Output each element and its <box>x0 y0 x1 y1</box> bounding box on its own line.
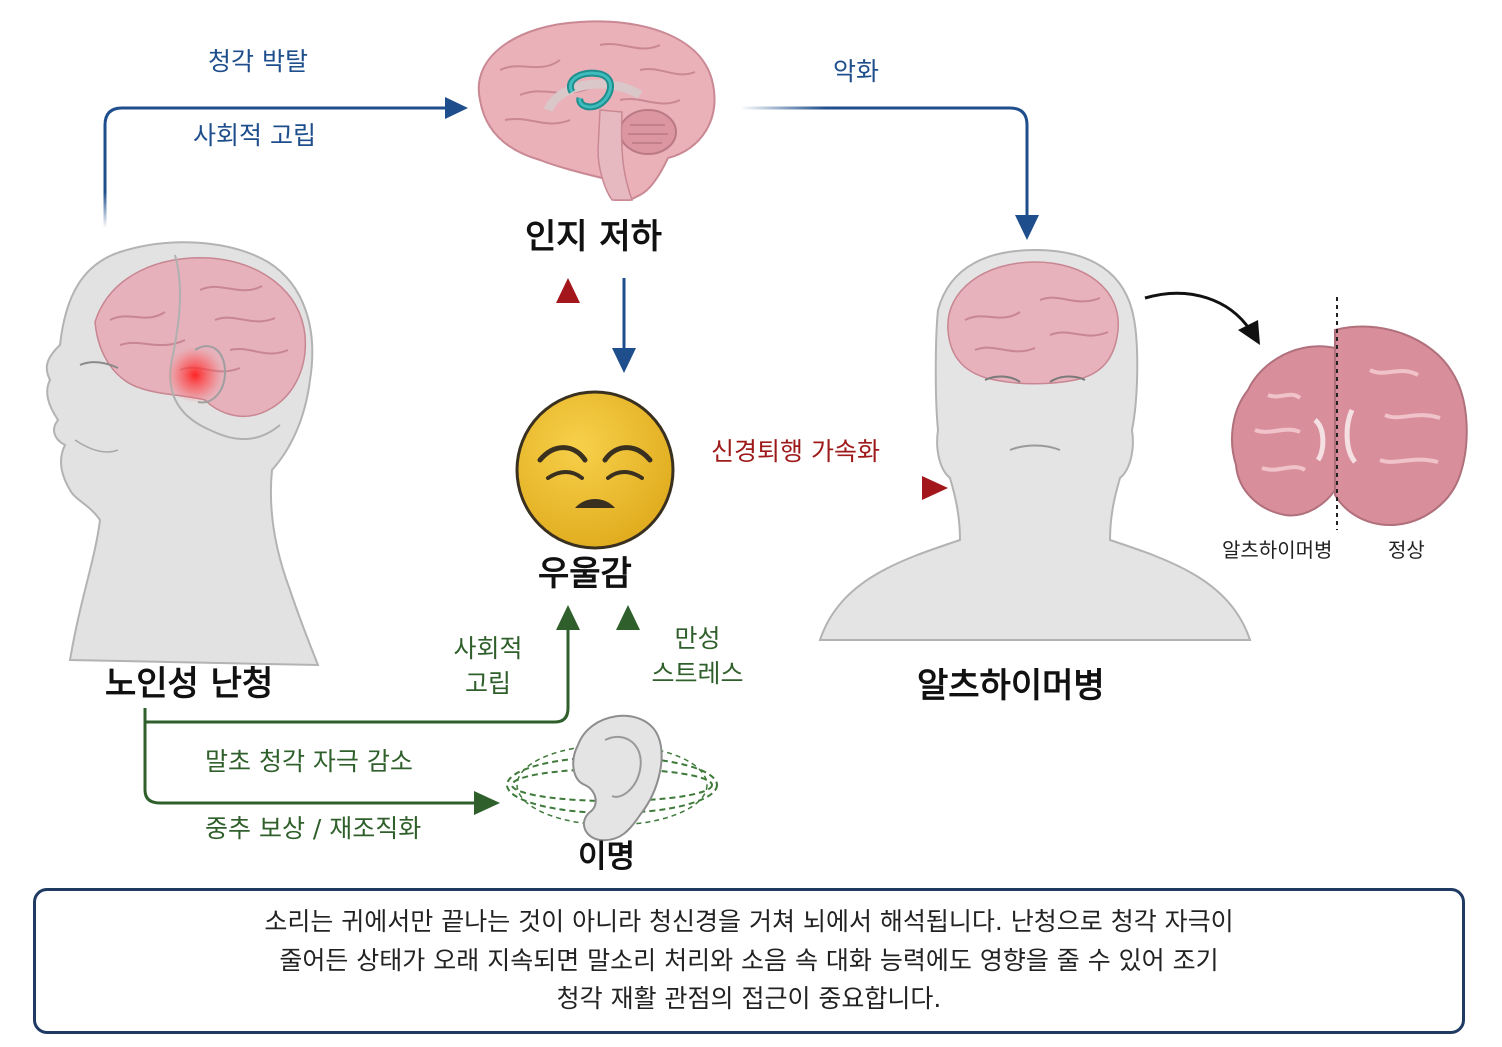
arrowhead-cognition-to-depression <box>612 348 636 373</box>
sad-face-icon <box>517 392 673 548</box>
arrowhead-cognition-to-alzheimers <box>1015 215 1039 240</box>
caption-line-1: 소리는 귀에서만 끝나는 것이 아니라 청신경을 거쳐 뇌에서 해석됩니다. 난… <box>264 903 1233 942</box>
section-label-normal: 정상 <box>1388 539 1425 562</box>
caption-line-2: 줄어든 상태가 오래 지속되면 말소리 처리와 소음 속 대화 능력에도 영향을… <box>279 942 1218 981</box>
node-tinnitus: 이명 <box>578 840 635 876</box>
edge-label-peripheral-reduction: 말초 청각 자극 감소 <box>205 748 413 777</box>
edge-label-social-isolation-line1: 사회적 <box>448 635 528 664</box>
arrowhead-tinnitus-to-depression <box>616 605 640 630</box>
arrowhead-depression-to-alzheimers <box>922 476 948 500</box>
arrowhead-hearing-to-cognition <box>445 97 468 119</box>
node-cognitive-decline: 인지 저하 <box>525 218 662 257</box>
elderly-head-icon <box>47 242 318 665</box>
edge-label-worsening: 악화 <box>833 58 879 87</box>
edge-label-chronic-stress-line1: 만성 <box>645 625 750 654</box>
edge-label-chronic-stress-line2: 스트레스 <box>645 660 750 689</box>
node-alzheimers: 알츠하이머병 <box>917 667 1105 706</box>
brain-coronal-section-icon <box>1232 297 1467 530</box>
ear-icon <box>507 716 717 840</box>
section-label-alzheimers: 알츠하이머병 <box>1222 539 1332 562</box>
alzheimer-head-icon <box>820 250 1250 640</box>
caption-line-3: 청각 재활 관점의 접근이 중요합니다. <box>557 980 942 1019</box>
arrow-cognition-to-alzheimers <box>740 108 1027 225</box>
edge-label-social-isolation-top: 사회적 고립 <box>193 122 316 151</box>
arrow-alzheimers-to-section <box>1145 293 1250 330</box>
edge-label-neurodegeneration: 신경퇴행 가속화 <box>711 438 880 467</box>
arrowhead-hearing-to-depression <box>556 605 580 630</box>
caption-box: 소리는 귀에서만 끝나는 것이 아니라 청신경을 거쳐 뇌에서 해석됩니다. 난… <box>33 888 1465 1034</box>
arrowhead-alzheimers-to-section <box>1238 320 1260 345</box>
node-hearing-loss: 노인성 난청 <box>105 665 273 704</box>
node-depression: 우울감 <box>538 555 632 594</box>
edge-label-central-compensation: 중추 보상 / 재조직화 <box>205 815 421 844</box>
arrowhead-depression-to-cognition <box>556 278 580 303</box>
edge-label-social-isolation-line2: 고립 <box>448 670 528 699</box>
brain-sagittal-icon <box>479 21 715 200</box>
edge-label-auditory-deprivation: 청각 박탈 <box>208 48 308 77</box>
arrowhead-hearing-to-tinnitus <box>474 791 500 815</box>
